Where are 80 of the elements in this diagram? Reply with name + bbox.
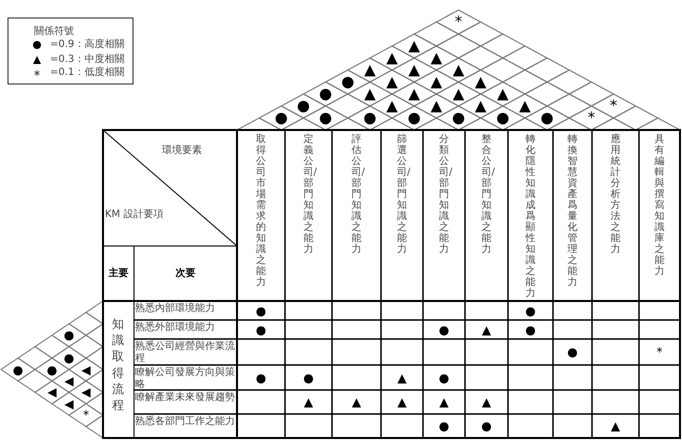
relation-symbol: ● (481, 420, 492, 432)
relation-symbol: ● (256, 304, 266, 316)
relation-symbol: ● (438, 324, 450, 336)
relation-symbol: ● (363, 110, 376, 126)
row-label: 瞭解公司發展方向與策略 (135, 367, 236, 391)
row-label: 熟悉各部門工作之能力 (135, 416, 236, 428)
relation-symbol: ◀ (47, 386, 57, 398)
relation-symbol: ● (303, 372, 314, 384)
relation-symbol: ◀ (64, 374, 74, 387)
relation-symbol: ● (525, 324, 536, 336)
legend-title: 關係符號 (34, 26, 74, 38)
column-header: 轉換智慧資產爲量化管理之能力 (568, 134, 578, 288)
relation-symbol: ● (341, 74, 354, 90)
relation-symbol: ● (452, 110, 466, 126)
relation-symbol: ◀ (64, 398, 74, 410)
relation-symbol: ● (64, 352, 74, 364)
relation-symbol: ▲ (408, 86, 420, 102)
row-label: 熟悉公司經營與作業流程 (135, 341, 236, 365)
column-heading: 主要 (108, 268, 128, 280)
relation-symbol: ▲ (408, 62, 420, 78)
legend-label: =0.1：低度相關 (50, 67, 124, 79)
relation-symbol: * (588, 110, 596, 126)
relation-symbol: ▲ (304, 396, 314, 408)
relation-symbol: ● (438, 420, 450, 432)
row-label: 熟悉外部環境能力 (135, 322, 216, 334)
relation-symbol: ▲ (430, 74, 442, 90)
relation-symbol: ● (496, 110, 510, 126)
relation-symbol: ▲ (352, 396, 362, 408)
column-header: 取得公司市場需求的知識之能力 (256, 134, 266, 288)
relation-symbol: ▲ (386, 50, 398, 66)
relation-symbol: ● (256, 324, 266, 336)
relation-symbol: ▲ (386, 74, 398, 90)
relation-symbol: ▲ (408, 38, 420, 54)
relation-symbol: ▲ (474, 74, 486, 90)
category-label: 知識取得流程 (112, 316, 124, 414)
relation-symbol: ● (256, 372, 266, 384)
column-header: 轉化隱性知識成爲顯性知識之能力 (526, 134, 536, 299)
relation-symbol: ▲ (386, 98, 398, 114)
relation-symbol: ▲ (364, 62, 376, 78)
relation-symbol: ● (319, 86, 332, 102)
relation-symbol: ▲ (610, 420, 620, 432)
relation-symbol: ● (567, 346, 578, 358)
relation-symbol: ▲ (430, 98, 442, 114)
relation-symbol: ● (525, 304, 536, 316)
relation-symbol: ● (438, 372, 450, 384)
relation-symbol: ● (319, 110, 332, 126)
relation-symbol: ● (274, 110, 288, 126)
header-label: 環境要素 (162, 145, 202, 157)
header-label: KM 設計要項 (105, 209, 164, 221)
relation-symbol: * (454, 14, 462, 30)
relation-symbol: ● (296, 98, 310, 114)
relation-symbol: ● (540, 110, 554, 126)
relation-symbol: * (656, 346, 662, 358)
relation-symbol: ▲ (497, 86, 509, 102)
relation-symbol: ● (64, 329, 74, 342)
column-header: 應用統計分析方法之能力 (610, 134, 620, 255)
legend-label: =0.9：高度相關 (50, 39, 124, 51)
relation-symbol: ▲ (452, 62, 464, 78)
relation-symbol: * (83, 409, 89, 422)
relation-symbol: ▲ (439, 396, 449, 408)
row-label: 熟悉內部環境能力 (135, 303, 216, 315)
relation-symbol: ● (12, 364, 24, 376)
relation-symbol: ● (408, 110, 421, 126)
column-heading: 次要 (176, 268, 196, 280)
relation-symbol: ▲ (397, 372, 407, 384)
relation-symbol: ▲ (430, 50, 442, 66)
relation-symbol: ▲ (519, 98, 531, 114)
relation-symbol: ▲ (364, 86, 376, 102)
relation-symbol: ◀ (81, 386, 91, 398)
relation-symbol: ▲ (482, 324, 492, 336)
relation-symbol: ▲ (452, 86, 464, 102)
row-label: 瞭解產業未來發展趨勢 (135, 392, 236, 404)
column-header: 具有編輯與撰寫知識庫之能力 (654, 134, 664, 277)
relation-symbol: ◀ (81, 364, 91, 376)
relation-symbol: ▲ (397, 396, 407, 408)
legend-label: =0.3：中度相關 (50, 54, 124, 66)
relation-symbol: * (610, 98, 618, 114)
relation-symbol: ▲ (474, 98, 486, 114)
relation-symbol: ▲ (482, 396, 492, 408)
relation-symbol: ● (46, 364, 58, 376)
